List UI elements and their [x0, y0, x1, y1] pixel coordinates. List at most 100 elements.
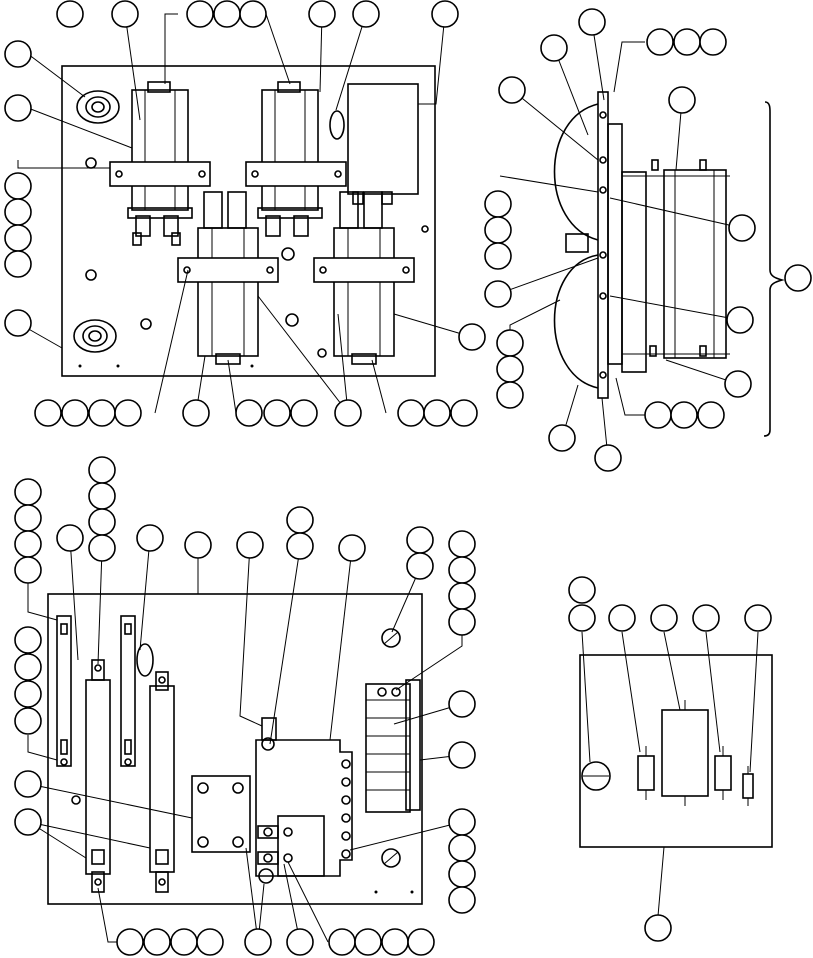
callout-bubble-89	[244, 928, 272, 956]
callout-bubble-35	[668, 86, 696, 114]
mounting-clamp-1	[109, 161, 211, 187]
callout-bubble-45	[496, 381, 524, 409]
callout-bubble-82	[448, 834, 476, 862]
mounting-clamp-2	[245, 161, 347, 187]
callout-bubble-70	[448, 556, 476, 584]
callout-bubble-40	[784, 264, 812, 292]
resistor-1	[56, 615, 72, 767]
callout-bubble-69	[448, 530, 476, 558]
callout-bubble-71	[448, 582, 476, 610]
callout-bubble-21	[182, 399, 210, 427]
callout-bubble-55	[88, 534, 116, 562]
callout-bubble-95	[568, 576, 596, 604]
bottom-right-panel-outline	[579, 654, 773, 848]
capacitor-3	[197, 191, 259, 365]
callout-bubble-5	[239, 0, 267, 28]
callout-bubble-84	[448, 886, 476, 914]
callout-bubble-30	[540, 34, 568, 62]
callout-bubble-41	[484, 280, 512, 308]
callout-bubble-101	[644, 914, 672, 942]
side-panel-plate	[597, 91, 609, 399]
callout-bubble-32	[673, 28, 701, 56]
callout-bubble-62	[184, 531, 212, 559]
contactor-block	[255, 717, 353, 884]
callout-bubble-34	[498, 76, 526, 104]
callout-bubble-25	[334, 399, 362, 427]
callout-bubble-56	[14, 478, 42, 506]
callout-bubble-65	[286, 532, 314, 560]
callout-bubble-97	[608, 604, 636, 632]
side-elevation-view	[497, 21, 785, 459]
callout-bubble-61	[136, 524, 164, 552]
resistor-2	[85, 659, 111, 893]
callout-bubble-43	[496, 329, 524, 357]
callout-bubble-8	[431, 0, 459, 28]
callout-bubble-64	[286, 506, 314, 534]
callout-bubble-13	[4, 224, 32, 252]
callout-bubble-19	[88, 399, 116, 427]
callout-bubble-37	[484, 216, 512, 244]
leader-lines-bottom-right	[581, 631, 759, 917]
round-component	[581, 761, 611, 791]
bottom-left-panel-view	[27, 537, 463, 943]
callout-bubble-87	[170, 928, 198, 956]
leader-lines-side	[497, 21, 743, 459]
callout-bubble-83	[448, 860, 476, 888]
mounting-clamp-3	[177, 257, 279, 283]
callout-bubble-92	[354, 928, 382, 956]
callout-bubbles	[4, 0, 812, 956]
callout-bubble-44	[496, 355, 524, 383]
top-left-panel-view	[17, 13, 473, 414]
resistor-4	[149, 671, 175, 893]
callout-bubble-47	[548, 424, 576, 452]
callout-bubble-27	[423, 399, 451, 427]
top-left-panel-outline	[61, 65, 436, 377]
callout-bubble-3	[186, 0, 214, 28]
resistor-3	[120, 615, 154, 767]
callout-bubble-76	[14, 707, 42, 735]
bottom-left-panel-outline	[47, 593, 423, 905]
callout-bubble-73	[14, 626, 42, 654]
callout-bubble-29	[578, 8, 606, 36]
callout-bubble-100	[744, 604, 772, 632]
callout-bubble-93	[381, 928, 409, 956]
callout-bubble-60	[56, 524, 84, 552]
callout-bubble-58	[14, 530, 42, 558]
callout-bubble-96	[568, 604, 596, 632]
grommet-bottom	[73, 319, 117, 353]
callout-bubble-77	[448, 690, 476, 718]
callout-bubble-23	[263, 399, 291, 427]
callout-bubble-94	[407, 928, 435, 956]
small-resistor-left	[637, 746, 655, 800]
callout-bubble-46	[724, 370, 752, 398]
callout-bubble-4	[213, 0, 241, 28]
callout-bubble-50	[670, 401, 698, 429]
callout-bubble-68	[406, 552, 434, 580]
callout-bubble-26	[397, 399, 425, 427]
terminal-strip	[365, 679, 421, 813]
callout-bubble-90	[286, 928, 314, 956]
callout-bubble-52	[88, 456, 116, 484]
bottom-right-panel-view	[579, 631, 773, 917]
leader-lines-bottom-left	[27, 537, 463, 943]
callout-bubble-39	[728, 214, 756, 242]
callout-bubble-99	[692, 604, 720, 632]
callout-bubble-42	[726, 306, 754, 334]
callout-bubble-22	[235, 399, 263, 427]
callout-bubble-85	[116, 928, 144, 956]
callout-bubble-6	[308, 0, 336, 28]
callout-bubble-80	[14, 808, 42, 836]
callout-bubble-10	[4, 94, 32, 122]
callout-bubble-86	[143, 928, 171, 956]
callout-bubble-16	[458, 323, 486, 351]
capacitor-1	[127, 81, 193, 246]
callout-bubble-91	[328, 928, 356, 956]
callout-bubble-31	[646, 28, 674, 56]
callout-bubble-24	[290, 399, 318, 427]
callout-bubble-12	[4, 198, 32, 226]
callout-bubble-88	[196, 928, 224, 956]
callout-bubble-20	[114, 399, 142, 427]
mounting-clamp-4	[313, 257, 415, 283]
callout-bubble-7	[352, 0, 380, 28]
